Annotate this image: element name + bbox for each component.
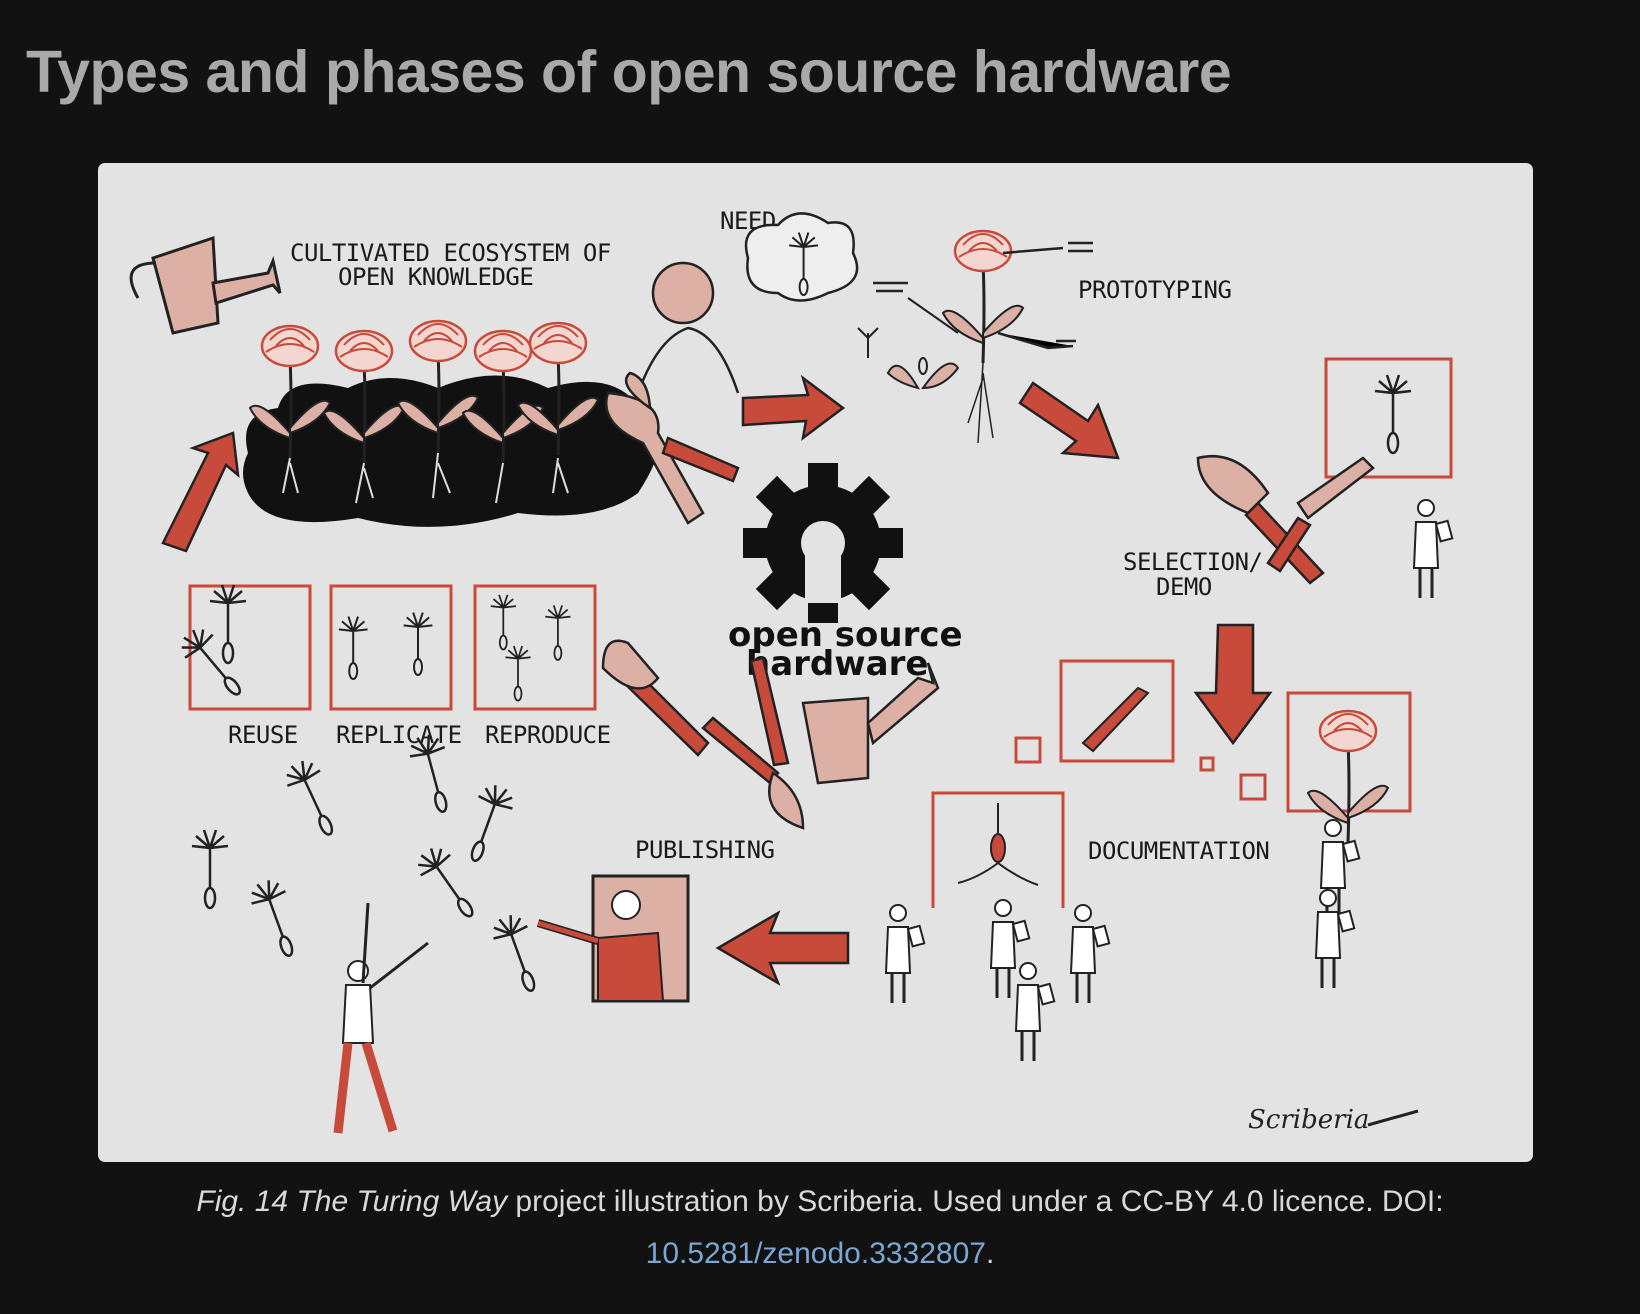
- arrow-left-icon: [715, 910, 850, 986]
- caption-fig-number: Fig. 14: [196, 1185, 289, 1218]
- caption-period: .: [985, 1237, 995, 1270]
- arrow-down-right-icon: [1018, 381, 1120, 460]
- open-source-hardware-gear-icon: [743, 463, 903, 623]
- illustration-figure: CULTIVATED ECOSYSTEM OF OPEN KNOWLEDGE N…: [98, 163, 1533, 1162]
- label-documentation: DOCUMENTATION: [1088, 837, 1269, 865]
- dispersing-seeds: [190, 730, 550, 998]
- center-label-line1: open source: [728, 615, 963, 655]
- label-reuse: REUSE: [228, 721, 298, 749]
- trowel-fork-icon: [1196, 454, 1375, 585]
- label-selection-line1: SELECTION/: [1123, 548, 1263, 576]
- caption-text: project illustration by Scriberia. Used …: [507, 1185, 1444, 1218]
- label-ecosystem-line2: OPEN KNOWLEDGE: [338, 263, 533, 291]
- thinker-head: [651, 261, 715, 325]
- reuse-frame: [188, 584, 312, 711]
- label-reproduce: REPRODUCE: [485, 721, 611, 749]
- label-prototyping: PROTOTYPING: [1078, 276, 1231, 304]
- scientist-figure: [1412, 498, 1454, 600]
- label-selection-line2: DEMO: [1156, 573, 1212, 601]
- doi-link[interactable]: 10.5281/zenodo.3332807: [645, 1237, 986, 1270]
- arrow-right-icon: [741, 374, 846, 441]
- figure-caption: Fig. 14 The Turing Way project illustrat…: [0, 1176, 1640, 1280]
- caption-project-name: The Turing Way: [296, 1185, 508, 1218]
- soil-mound: [243, 375, 660, 527]
- shears-icon: [605, 371, 740, 525]
- label-replicate: REPLICATE: [336, 721, 462, 749]
- center-label-line2: hardware: [746, 644, 928, 684]
- label-publishing: PUBLISHING: [635, 836, 775, 864]
- reproduce-frame: [473, 584, 597, 711]
- prototyping-plant: [857, 229, 1093, 444]
- thought-bubble: [744, 212, 859, 302]
- documentation-frame-seed: [931, 791, 1065, 908]
- label-ecosystem-line1: CULTIVATED ECOSYSTEM OF: [290, 239, 611, 267]
- selection-frame: [1324, 357, 1453, 479]
- watering-can-icon: [129, 235, 282, 335]
- page-title: Types and phases of open source hardware: [26, 39, 1232, 105]
- replicate-frame: [329, 584, 453, 711]
- arrow-up-right-icon: [161, 431, 240, 553]
- arrow-down-icon: [1193, 623, 1273, 746]
- signature-scriberia: Scriberia: [1248, 1105, 1369, 1135]
- person-catching-seeds: [333, 902, 429, 1134]
- tools-cluster-icon: [601, 639, 940, 830]
